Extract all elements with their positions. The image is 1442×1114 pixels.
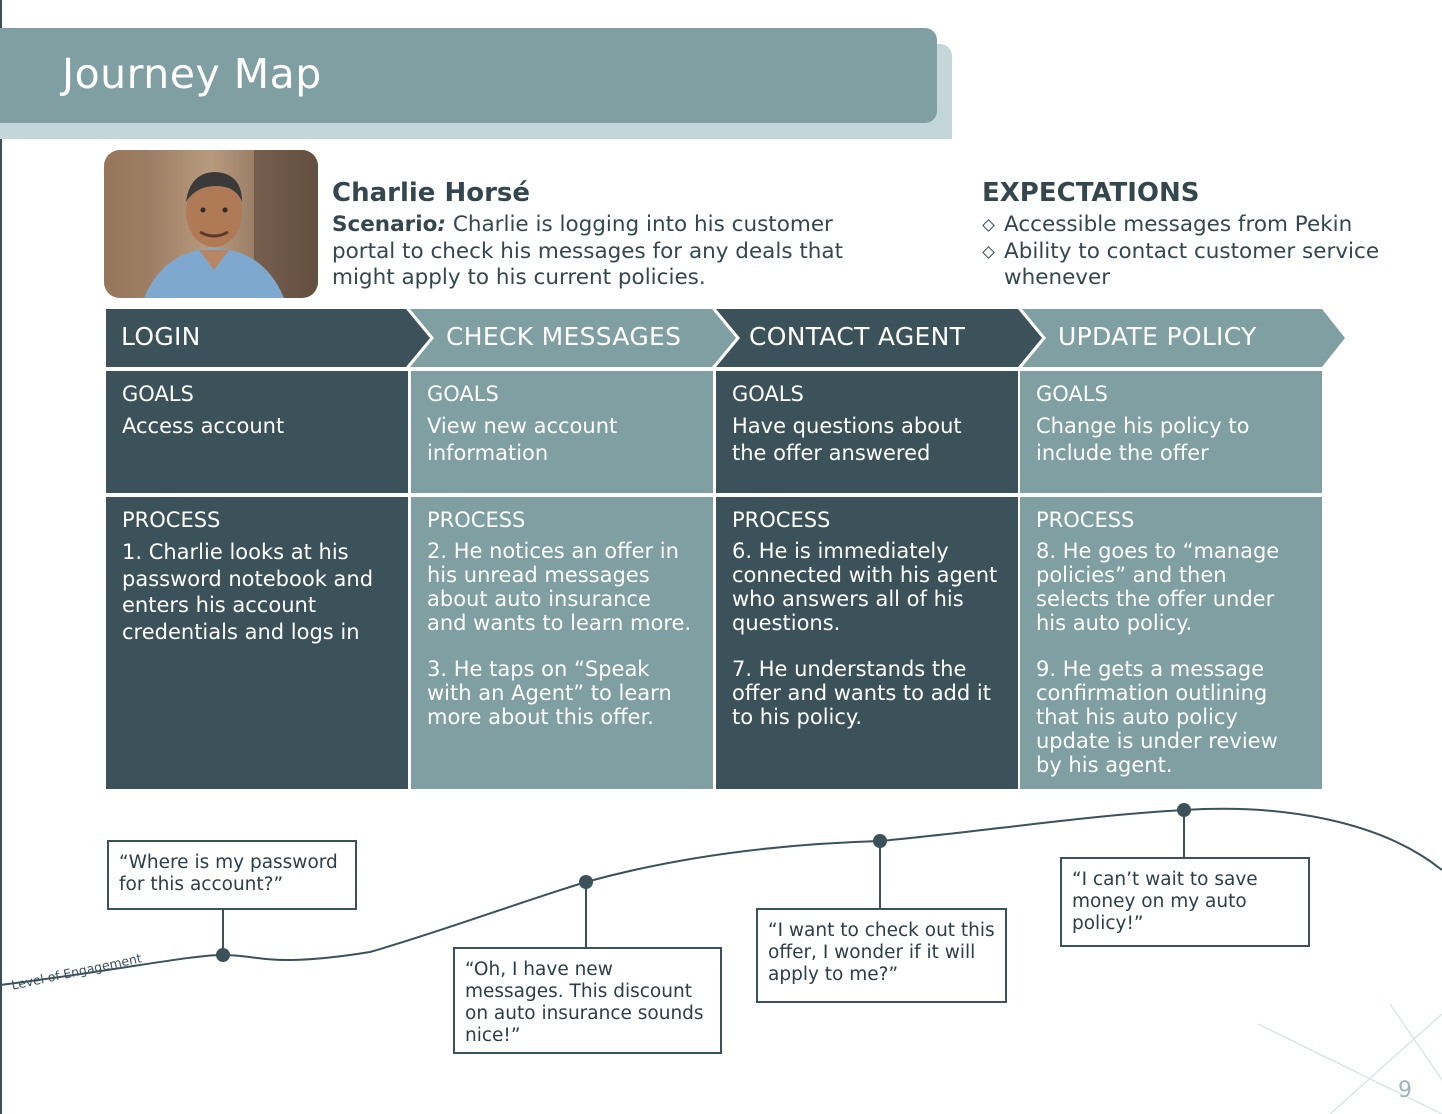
stage-chevron-contact-agent [716,309,1042,367]
quote-box-check-messages: “Oh, I have new messages. This discount … [453,947,722,1054]
process-step: 8. He goes to “manage policies” and then… [1036,539,1280,635]
goals-cell-update-policy: GOALS Change his policy to include the o… [1020,371,1322,493]
engagement-point [873,834,887,848]
engagement-point [579,875,593,889]
decor-line [1329,1013,1442,1114]
goals-heading: GOALS [1036,382,1108,406]
goals-text: Change his policy to include the offer [1036,414,1250,465]
expectation-item: Accessible messages from Pekin [982,212,1422,239]
diamond-bullet-icon [982,245,995,259]
expectations-list: Accessible messages from Pekin Ability t… [982,212,1422,292]
page-number: 9 [1398,1078,1412,1103]
page-title: Journey Map [62,50,322,98]
goals-heading: GOALS [427,382,499,406]
goals-cell-check-messages: GOALS View new account information [411,371,713,493]
process-heading: PROCESS [122,508,221,532]
scenario-text: Charlie is logging into his customer por… [332,212,844,290]
process-heading: PROCESS [1036,508,1135,532]
diamond-bullet-icon [982,219,995,232]
scenario-colon: : [437,212,446,237]
expectations-title: EXPECTATIONS [982,178,1200,208]
goals-text: Access account [122,414,285,438]
quote-box-update-policy: “I can’t wait to save money on my auto p… [1060,857,1310,947]
goals-text: View new account information [427,414,618,465]
quote-box-contact-agent: “I want to check out this offer, I wonde… [756,908,1007,1003]
engagement-point [216,948,230,962]
decor-line [1257,1023,1442,1114]
engagement-point [1177,803,1191,817]
goals-heading: GOALS [732,382,804,406]
process-step: 2. He notices an offer in his unread mes… [427,539,692,635]
goals-cell-contact-agent: GOALS Have questions about the offer ans… [716,371,1018,493]
stage-chevron-login [106,309,430,367]
scenario-label: Scenario [332,212,438,237]
decor-line [1389,1003,1442,1081]
engagement-curve-graphic [0,803,1442,1114]
stage-chevron-check-messages [410,309,736,367]
process-cell-login: PROCESS 1. Charlie looks at his password… [106,497,408,789]
quote-box-login: “Where is my password for this account?” [107,840,357,910]
process-step: 1. Charlie looks at his password noteboo… [122,540,374,644]
process-cell-check-messages: PROCESS 2. He notices an offer in his un… [411,497,713,789]
persona-photo [104,150,318,298]
stage-label-update-policy: UPDATE POLICY [1058,322,1257,351]
goals-cell-login: GOALS Access account [106,371,408,493]
persona-portrait-image [104,150,318,298]
process-heading: PROCESS [732,508,831,532]
process-heading: PROCESS [427,508,526,532]
process-step: 3. He taps on “Speak with an Agent” to l… [427,657,672,729]
persona-name: Charlie Horsé [332,178,531,208]
left-edge-line [0,0,2,1114]
stage-label-contact-agent: CONTACT AGENT [749,322,966,351]
goals-heading: GOALS [122,382,194,406]
process-cell-update-policy: PROCESS 8. He goes to “manage policies” … [1020,497,1322,789]
goals-text: Have questions about the offer answered [732,414,962,465]
persona-scenario: Scenario: Charlie is logging into his cu… [332,212,872,292]
header-banner [0,28,937,123]
process-step: 6. He is immediately connected with his … [732,539,998,635]
stage-chevrons [106,309,1345,367]
expectation-item: Ability to contact customer service when… [982,239,1422,292]
process-step: 9. He gets a message confirmation outlin… [1036,657,1278,777]
process-cell-contact-agent: PROCESS 6. He is immediately connected w… [716,497,1018,789]
stage-label-login: LOGIN [121,322,201,351]
stage-label-check-messages: CHECK MESSAGES [446,322,682,351]
stage-chevron-update-policy [1022,309,1345,367]
process-step: 7. He understands the offer and wants to… [732,657,991,729]
